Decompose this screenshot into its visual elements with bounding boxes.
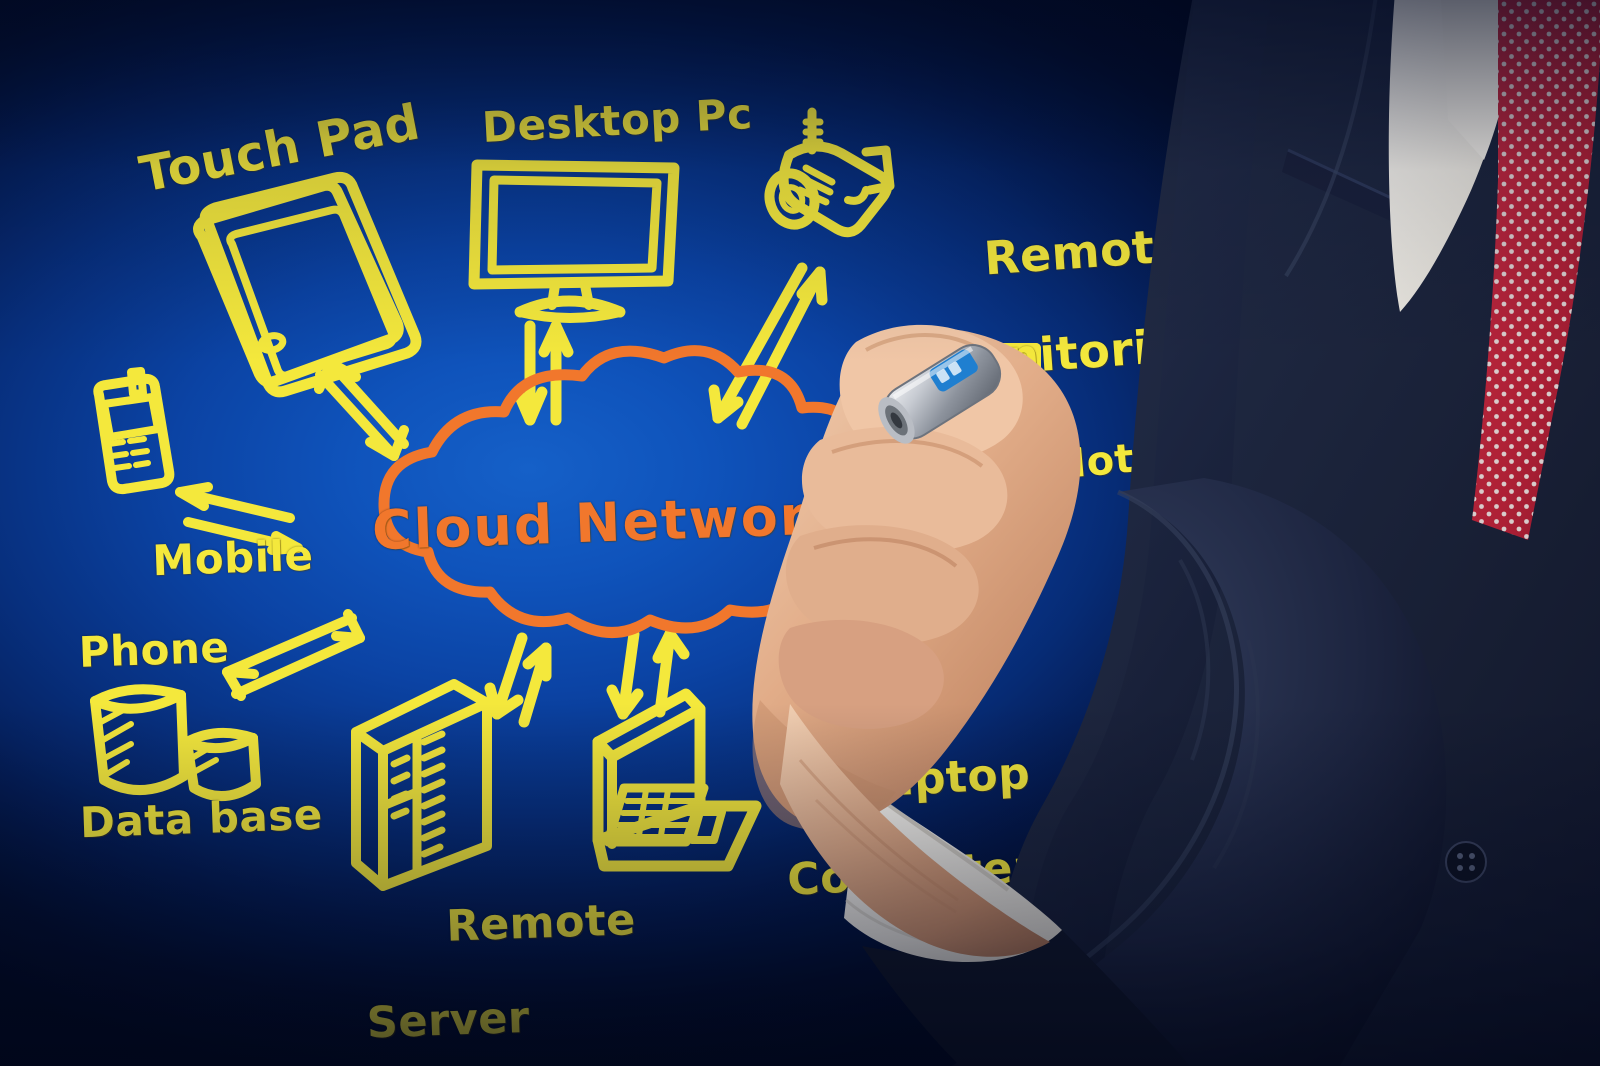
screenshot-canvas: Touch Pad Desktop Pc Remote Monitoring M…	[0, 0, 1600, 1066]
overall-shading-overlay	[0, 0, 1600, 1066]
